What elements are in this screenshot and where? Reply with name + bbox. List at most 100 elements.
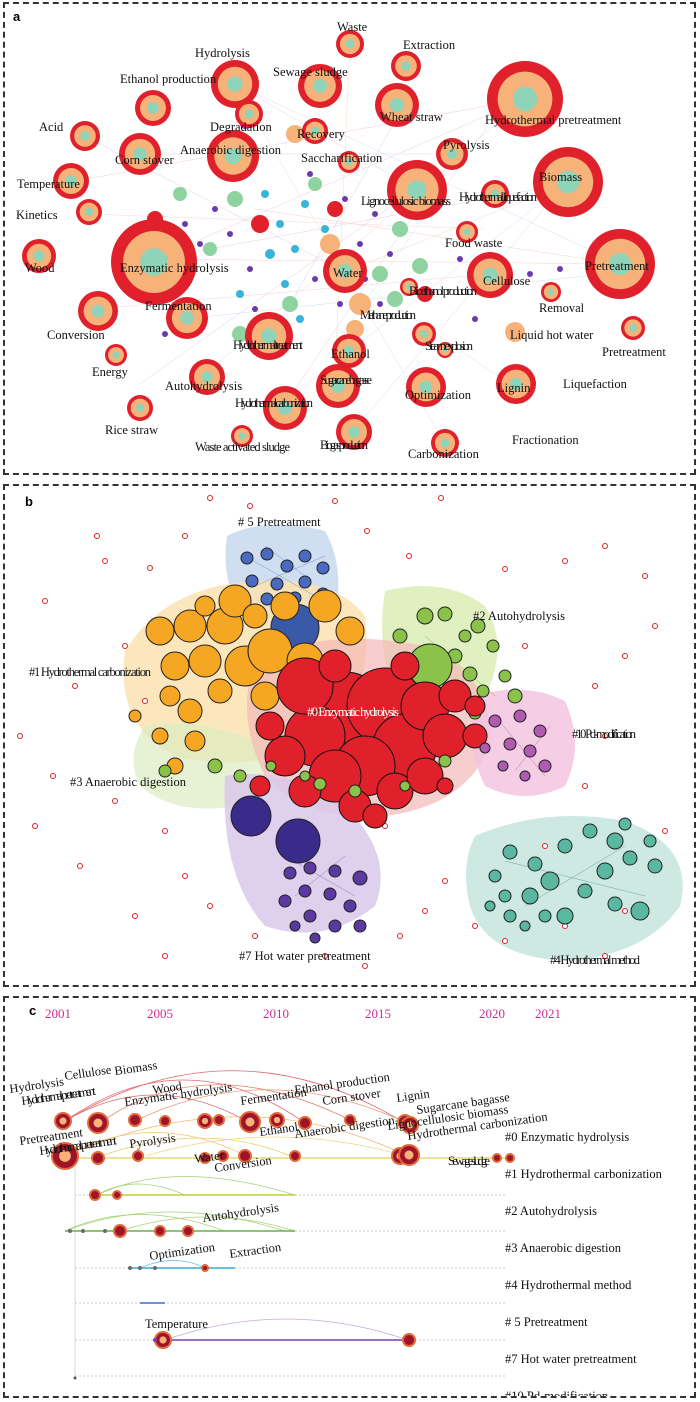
- kw-label: Temperature: [17, 177, 80, 191]
- cluster4-node: [521, 887, 539, 905]
- cluster10-node: [497, 760, 509, 772]
- cluster4-node: [503, 909, 517, 923]
- timeline-dot: [153, 1266, 157, 1270]
- small-node: [442, 878, 448, 884]
- timeline-node-core: [59, 1117, 67, 1125]
- small-node: [542, 843, 548, 849]
- kw-label: Wood: [25, 261, 55, 275]
- small-node: [32, 823, 38, 829]
- cluster7-node: [289, 920, 301, 932]
- small-node: [162, 953, 168, 959]
- timeline-cluster-label: # 5 Pretreatment: [505, 1315, 588, 1329]
- timeline-dot: [73, 1376, 77, 1380]
- cluster1-node: [335, 616, 365, 646]
- keyword-node-core: [446, 148, 458, 160]
- kw-label: Sugarcane bagasse: [320, 373, 372, 387]
- cluster3-node: [207, 758, 223, 774]
- timeline-cluster-label: #2 Autohydrolysis: [505, 1204, 597, 1218]
- panel-b-cluster-map: b # 5 Pretreatment #2 Autohydrolysis #1 …: [3, 484, 696, 987]
- cluster5-node: [240, 551, 254, 565]
- small-node: [322, 953, 328, 959]
- keyword-node-core: [227, 76, 243, 92]
- cluster5-node: [245, 574, 259, 588]
- cluster0-node: [318, 649, 352, 683]
- cluster3-node: [299, 770, 311, 782]
- small-node: [17, 733, 23, 739]
- small-node: [364, 528, 370, 534]
- small-node: [562, 558, 568, 564]
- timeline-dot: [103, 1229, 107, 1233]
- keyword-node-core: [482, 267, 498, 283]
- term-label: Cellulose: [63, 1062, 112, 1082]
- cluster1-node: [173, 609, 207, 643]
- term-label: Extraction: [228, 1240, 282, 1261]
- kw-label: Waste: [337, 20, 368, 34]
- timeline-dot: [128, 1266, 132, 1270]
- keyword-node-core: [420, 330, 428, 338]
- small-node: [122, 643, 128, 649]
- cluster3-node: [265, 760, 277, 772]
- timeline-node: [199, 1152, 211, 1164]
- kw-label: Energy: [92, 365, 129, 379]
- kw-label: Rice straw: [105, 423, 158, 437]
- timeline-node-core: [93, 1118, 103, 1128]
- kw-label: Waste activated sludge: [195, 440, 290, 454]
- keyword-node-core: [33, 250, 45, 262]
- keyword-node-core: [244, 109, 254, 119]
- cluster7-node: [328, 919, 342, 933]
- small-node: [502, 938, 508, 944]
- keyword-node-core: [201, 371, 213, 383]
- cluster7-node: [309, 932, 321, 944]
- keyword-node-core: [389, 97, 405, 113]
- term-label: Ethanol: [258, 1120, 299, 1139]
- cluster4-node: [502, 844, 518, 860]
- cluster1-node: [207, 678, 233, 704]
- cluster0-node: [362, 803, 388, 829]
- cluster2-node: [507, 688, 523, 704]
- cluster10-node: [488, 714, 502, 728]
- cluster7-node: [353, 919, 367, 933]
- cluster2-node: [437, 606, 453, 622]
- keyword-node-core: [442, 347, 448, 353]
- cluster10-node: [519, 770, 531, 782]
- small-node: [602, 953, 608, 959]
- panel-a-keyword-network: a: [3, 2, 696, 475]
- keyword-node-core: [337, 263, 353, 279]
- small-node: [207, 903, 213, 909]
- kw-label: Liquefaction: [563, 377, 628, 391]
- timeline-view: c 2001 2005 2010 2015 2020 2021: [8, 1003, 662, 1396]
- kw-label: Removal: [539, 301, 585, 315]
- cluster4-node: [488, 869, 502, 883]
- kw-label: Bioethanol production: [409, 284, 478, 298]
- timeline-node: [89, 1189, 101, 1201]
- cluster4-node: [606, 832, 624, 850]
- kw-label: Saccharification: [301, 151, 383, 165]
- keyword-node-core: [512, 86, 538, 112]
- keyword-node-core: [91, 304, 105, 318]
- small-node: [182, 533, 188, 539]
- cluster10-node: [503, 737, 517, 751]
- kw-label: Lignin: [497, 381, 531, 395]
- small-node: [42, 598, 48, 604]
- small-node: [182, 873, 188, 879]
- small-node: [472, 923, 478, 929]
- cluster1-node: [250, 681, 280, 711]
- timeline-node-core: [404, 1150, 414, 1160]
- kw-label: Lignocellulosic biomass: [361, 194, 451, 208]
- cluster10-node: [523, 744, 537, 758]
- year-label: 2005: [147, 1006, 173, 1021]
- small-node: [622, 908, 628, 914]
- cluster4-node: [557, 838, 573, 854]
- timeline-dot: [138, 1266, 142, 1270]
- kw-label: Anaerobic digestion: [180, 143, 282, 157]
- cluster4-node: [630, 901, 650, 921]
- kw-label: Extraction: [403, 38, 456, 52]
- timeline-node: [132, 1150, 144, 1162]
- cluster4-node: [577, 883, 593, 899]
- timeline-cluster-label: #4 Hydrothermal method: [505, 1278, 632, 1292]
- timeline-node: [298, 1116, 312, 1130]
- cluster2-node: [486, 639, 500, 653]
- timeline-cluster-label: #0 Enzymatic hydrolysis: [505, 1130, 629, 1144]
- cluster1-node: [218, 584, 252, 618]
- keyword-node-core: [80, 131, 90, 141]
